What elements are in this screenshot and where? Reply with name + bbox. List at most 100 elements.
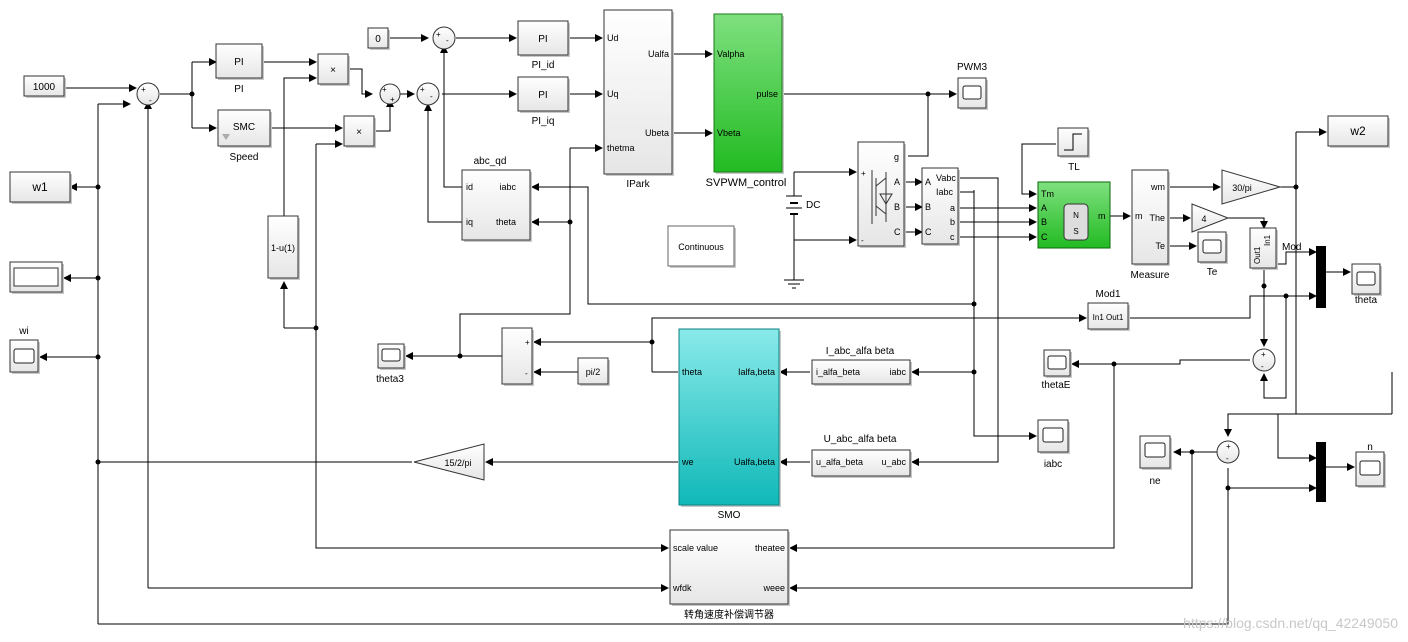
te-scope-name: Te xyxy=(1207,267,1218,278)
gain-4-label: 4 xyxy=(1201,214,1206,224)
compensator-name: 转角速度补偿调节器 xyxy=(684,608,774,621)
pmsm-motor-block[interactable]: Tm A B C m N S xyxy=(1037,181,1111,249)
product2-block[interactable]: × xyxy=(343,115,376,148)
pi-id-block[interactable]: PI PI_id xyxy=(517,20,570,71)
thetae-scope-block[interactable]: thetaE xyxy=(1042,349,1072,391)
sum2-block[interactable]: + + xyxy=(379,83,401,105)
inverter-port-c: C xyxy=(894,227,901,237)
svpwm-port-valpha: Valpha xyxy=(717,49,744,59)
constant-1000-block[interactable]: 1000 xyxy=(23,75,66,98)
sum4-block[interactable]: + - xyxy=(432,26,456,50)
theta-scope-block[interactable]: theta xyxy=(1351,263,1382,306)
te-scope-block[interactable]: Te xyxy=(1197,231,1228,278)
sum-ne-block[interactable]: + - xyxy=(1216,440,1240,464)
mod-name: Mod xyxy=(1282,242,1301,253)
measure-block[interactable]: m wm The Te Measure xyxy=(1131,169,1170,281)
sum1-minus-sign: - xyxy=(149,96,152,105)
gain-30pi-block[interactable]: 30/pi xyxy=(1221,169,1282,205)
sum-theta-minus-sign: - xyxy=(1261,362,1264,371)
ipark-name: IPark xyxy=(626,179,650,190)
scope-screen-icon xyxy=(1356,271,1376,286)
sum2-plus-sign-2: + xyxy=(390,95,395,104)
mod-port-out1: Out1 xyxy=(1253,246,1262,264)
svpwm-block[interactable]: Valpha Vbeta pulse SVPWM_control xyxy=(706,13,787,189)
svpwm-port-vbeta: Vbeta xyxy=(717,128,741,138)
w2-display-block[interactable]: w2 xyxy=(1327,115,1390,148)
display-block[interactable] xyxy=(9,261,64,294)
i-abc-alfabeta-block[interactable]: I_abc_alfa beta i_alfa_beta iabc xyxy=(811,346,912,386)
pi-iq-label: PI xyxy=(538,90,547,101)
scope-screen-icon xyxy=(1047,355,1067,370)
sum1-plus-sign: + xyxy=(141,85,146,94)
motor-icon-n: N xyxy=(1073,211,1079,220)
constant-0-label: 0 xyxy=(375,34,381,45)
motor-port-b: B xyxy=(1041,217,1047,227)
i-abc-alfabeta-name: I_abc_alfa beta xyxy=(826,346,895,357)
product2-symbol: × xyxy=(356,127,362,138)
abc-qd-port-theta: theta xyxy=(496,217,516,227)
pi-id-label: PI xyxy=(538,34,547,45)
vi-port-c-in: C xyxy=(925,227,932,237)
ipark-port-thetma: thetma xyxy=(607,143,635,153)
pi-2-constant-block[interactable]: pi/2 xyxy=(577,357,610,386)
smc-name: Speed xyxy=(230,152,259,163)
n-scope-block[interactable]: n xyxy=(1355,442,1386,488)
ipark-port-uq: Uq xyxy=(607,89,619,99)
pi-iq-block[interactable]: PI PI_iq xyxy=(517,76,570,127)
measure-port-m: m xyxy=(1135,211,1143,221)
pi-speed-block[interactable]: PI PI xyxy=(215,43,264,95)
pi-speed-name: PI xyxy=(234,84,243,95)
w2-label: w2 xyxy=(1349,124,1366,138)
dc-source-block[interactable]: DC xyxy=(784,195,820,289)
scope-screen-icon xyxy=(1359,460,1381,476)
comp-port-wfdk: wfdk xyxy=(672,583,692,593)
mux-n-block[interactable] xyxy=(1316,442,1326,502)
mux-theta-block[interactable] xyxy=(1316,246,1326,308)
mod1-block[interactable]: Mod1 In1 Out1 xyxy=(1087,289,1130,331)
vi-port-b-out: b xyxy=(950,217,955,227)
ne-scope-block[interactable]: ne xyxy=(1139,435,1172,487)
product1-block[interactable]: × xyxy=(317,53,350,86)
wi-scope-block[interactable]: wi xyxy=(9,326,40,374)
sum1-block[interactable]: + - xyxy=(136,82,160,106)
w1-display-block[interactable]: w1 xyxy=(9,171,72,204)
inverter-block[interactable]: g A B C + - xyxy=(857,141,906,248)
vi-port-vabc: Vabc xyxy=(936,173,956,183)
sum-theta-block[interactable]: + - xyxy=(1252,348,1276,372)
vi-port-b-in: B xyxy=(925,202,931,212)
sum-theta3-plus-sign: + xyxy=(525,338,530,347)
powergui-block[interactable]: Continuous xyxy=(667,225,736,268)
smo-port-ialfabeta: Ialfa,beta xyxy=(738,367,775,377)
constant-0-block[interactable]: 0 xyxy=(367,27,390,50)
pwm3-name: PWM3 xyxy=(957,62,987,73)
theta3-scope-block[interactable]: theta3 xyxy=(376,343,406,385)
smo-block[interactable]: theta we Ialfa,beta Ualfa,beta SMO xyxy=(678,328,781,521)
u-abc-alfabeta-block[interactable]: U_abc_alfa beta u_alfa_beta u_abc xyxy=(811,434,912,478)
i-abc-port-out: i_alfa_beta xyxy=(816,367,860,377)
sum-theta3-block[interactable]: + - xyxy=(501,327,534,386)
inverter-port-a: A xyxy=(894,177,900,187)
gain-4-block[interactable]: 4 xyxy=(1191,203,1230,233)
compensator-block[interactable]: scale value wfdk theatee weee 转角速度补偿调节器 xyxy=(669,529,790,621)
pwm3-scope-block[interactable]: PWM3 xyxy=(957,62,988,110)
iabc-scope-block[interactable]: iabc xyxy=(1037,419,1070,470)
fcn-block[interactable]: 1-u(1) xyxy=(267,215,300,280)
measure-name: Measure xyxy=(1131,270,1170,281)
motor-port-c: C xyxy=(1041,232,1048,242)
smc-block[interactable]: SMC Speed xyxy=(217,109,272,163)
powergui-label: Continuous xyxy=(678,242,724,252)
motor-port-a: A xyxy=(1041,203,1047,213)
vi-measurement-block[interactable]: Vabc Iabc A B C a b c xyxy=(921,167,960,246)
smo-port-we: we xyxy=(681,457,694,467)
sum3-block[interactable]: + - xyxy=(416,82,440,106)
inverter-port-plus: + xyxy=(861,169,866,178)
ipark-block[interactable]: Ud Uq thetma Ualfa Ubeta IPark xyxy=(603,9,674,190)
wires xyxy=(39,34,1393,625)
gain-15-2-pi-block[interactable]: 15/2/pi xyxy=(413,443,485,481)
tl-step-block[interactable]: TL xyxy=(1057,127,1090,173)
abc-qd-block[interactable]: abc_qd id iq iabc theta xyxy=(461,156,532,242)
vi-port-a-out: a xyxy=(950,203,955,213)
sum2-plus-sign: + xyxy=(382,85,387,94)
mod-block[interactable]: Out1 In1 Mod xyxy=(1249,227,1301,270)
